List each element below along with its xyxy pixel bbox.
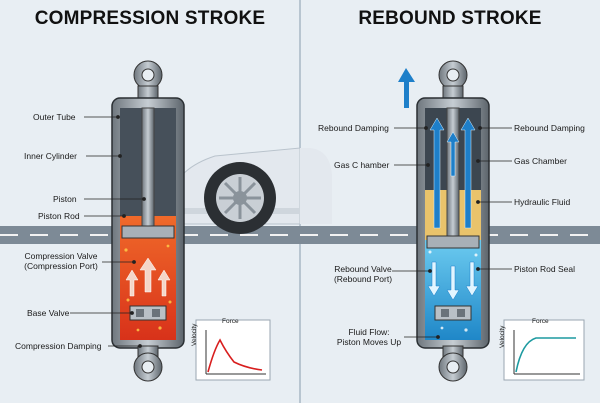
- left-graph-xlabel: Force: [222, 318, 239, 325]
- rebound-shock-absorber: [392, 60, 585, 382]
- label-rebound-damping-right: Rebound Damping: [514, 123, 585, 133]
- label-compression-valve-line1: Compression Valve: [24, 251, 98, 261]
- label-compression-valve-line2: (Compression Port): [24, 261, 98, 271]
- label-hydraulic-fluid: Hydraulic Fluid: [514, 197, 571, 207]
- label-gas-chamber-left: Gas C hamber: [334, 160, 390, 170]
- right-graph-xlabel: Force: [532, 318, 549, 325]
- label-outer-tube: Outer Tube: [33, 112, 76, 122]
- label-piston-rod: Piston Rod: [38, 211, 80, 221]
- compression-curve: [207, 338, 263, 373]
- base-valve: [129, 305, 167, 321]
- compression-stroke-title: COMPRESSION STROKE: [34, 8, 266, 29]
- label-piston-rod-seal: Piston Rod Seal: [514, 264, 575, 274]
- label-inner-cylinder: Inner Cylinder: [24, 151, 77, 161]
- right-graph-ylabel: Velocity: [499, 325, 506, 348]
- piston: [121, 225, 175, 239]
- piston: [426, 235, 480, 249]
- label-fluid-flow: Fluid Flow: Piston Moves Up: [326, 327, 412, 347]
- label-rebound-valve-line1: Rebound Valve: [334, 264, 392, 274]
- label-fluid-flow-line2: Piston Moves Up: [336, 337, 402, 347]
- rebound-stroke-panel: REBOUND STROKE: [300, 0, 600, 403]
- rebound-curve: [515, 337, 576, 373]
- label-base-valve: Base Valve: [27, 308, 70, 318]
- rebound-force-velocity-graph: [503, 319, 585, 381]
- upward-motion-arrow: [398, 68, 415, 108]
- road-lane-marking: [0, 234, 600, 236]
- label-compression-valve: Compression Valve (Compression Port): [18, 251, 104, 271]
- compression-shock-absorber: [70, 60, 271, 382]
- compression-stroke-panel: COMPRESSION STROKE: [15, 8, 271, 382]
- label-rebound-valve: Rebound Valve (Rebound Port): [324, 264, 402, 284]
- label-fluid-flow-line1: Fluid Flow:: [348, 327, 390, 337]
- label-piston: Piston: [53, 194, 77, 204]
- piston-rod: [141, 107, 155, 227]
- label-gas-chamber-right: Gas Chamber: [514, 156, 567, 166]
- label-compression-damping: Compression Damping: [15, 341, 102, 351]
- base-valve: [434, 305, 472, 321]
- compression-force-velocity-graph: [195, 319, 271, 381]
- label-rebound-damping-left: Rebound Damping: [318, 123, 389, 133]
- left-graph-ylabel: Velocity: [191, 323, 198, 346]
- label-rebound-valve-line2: (Rebound Port): [333, 274, 393, 284]
- rebound-stroke-title: REBOUND STROKE: [358, 8, 542, 29]
